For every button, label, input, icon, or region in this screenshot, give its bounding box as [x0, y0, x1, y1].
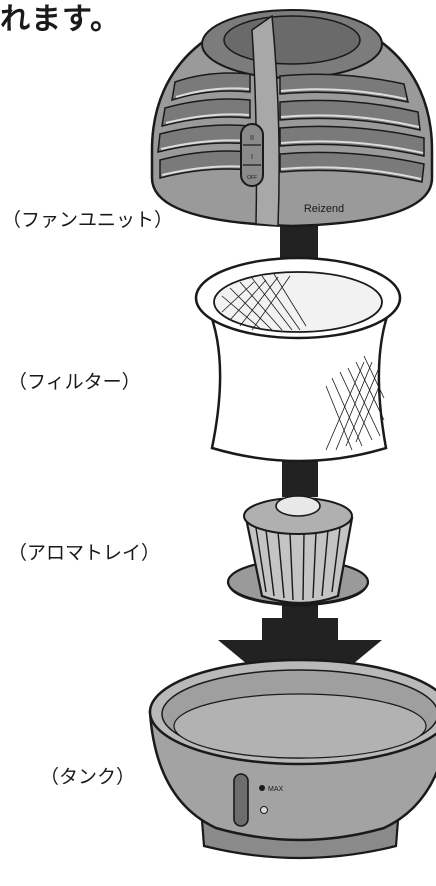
- filter-illustration: [194, 256, 402, 463]
- aroma-tray-illustration: [226, 495, 370, 608]
- connector-bar-top: [280, 222, 318, 262]
- fan-unit-label: （ファンユニット）: [2, 209, 174, 231]
- tank-illustration: MAX: [148, 658, 436, 860]
- aroma-tray-label: （アロマトレイ）: [8, 542, 161, 564]
- water-level-window: [233, 773, 249, 827]
- heading-text: れます。: [0, 2, 121, 37]
- switch-mark-off: OFF: [247, 175, 257, 181]
- switch-mark-low: I: [251, 154, 253, 161]
- brand-logo: Reizend: [304, 203, 344, 215]
- fan-switch: II I OFF: [240, 123, 264, 187]
- fan-unit-illustration: II I OFF Reizend: [150, 9, 434, 228]
- switch-mark-high: II: [250, 135, 254, 142]
- filter-label: （フィルター）: [8, 371, 141, 393]
- max-marker-dot: [259, 785, 265, 791]
- tank-label: （タンク）: [40, 766, 136, 788]
- indicator-light-icon: [260, 806, 268, 814]
- max-label: MAX: [268, 786, 284, 793]
